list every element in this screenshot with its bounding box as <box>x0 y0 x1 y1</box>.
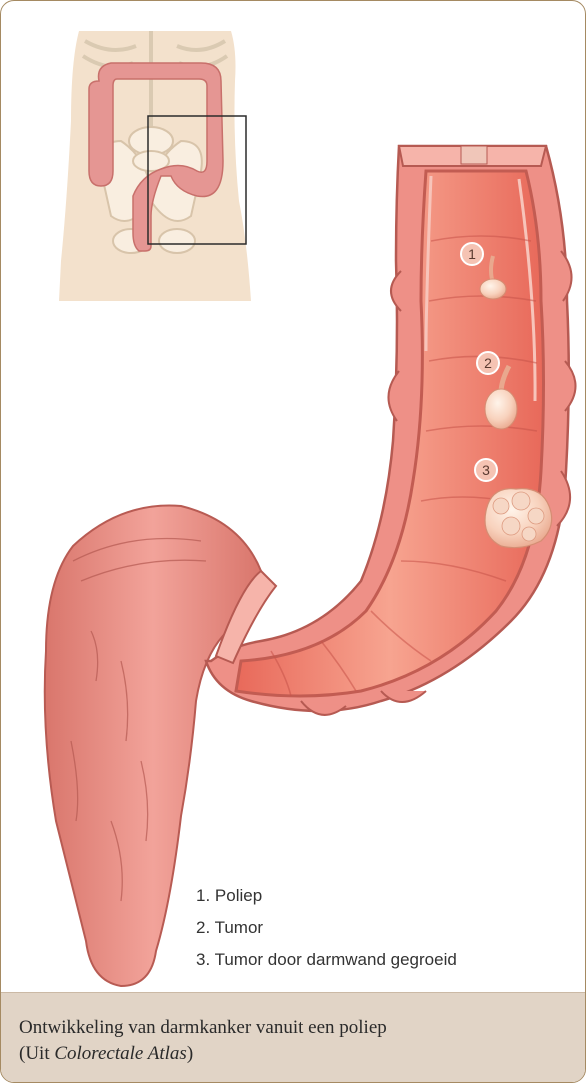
marker-1-label: 1 <box>468 246 476 262</box>
marker-3: 3 <box>475 459 497 481</box>
tumor-3 <box>485 489 552 548</box>
marker-2-label: 2 <box>484 355 492 371</box>
caption-source-suffix: ) <box>187 1043 193 1064</box>
colon-illustration: 1 2 3 <box>1 1 585 991</box>
legend: 1. Poliep 2. Tumor 3. Tumor door darmwan… <box>196 887 457 983</box>
caption-source-title: Colorectale Atlas <box>54 1043 186 1064</box>
legend-item-tumor-through-wall: 3. Tumor door darmwand gegroeid <box>196 951 457 983</box>
caption-box: Ontwikkeling van darmkanker vanuit een p… <box>1 992 585 1083</box>
legend-item-poliep: 1. Poliep <box>196 887 457 919</box>
legend-item-tumor: 2. Tumor <box>196 919 457 951</box>
marker-1: 1 <box>461 243 483 265</box>
caption-title: Ontwikkeling van darmkanker vanuit een p… <box>19 1017 387 1039</box>
caption-source-prefix: (Uit <box>19 1043 54 1064</box>
caption-source: (Uit Colorectale Atlas) <box>19 1043 193 1065</box>
torso-inset <box>59 31 251 301</box>
marker-2: 2 <box>477 352 499 374</box>
marker-3-label: 3 <box>482 462 490 478</box>
